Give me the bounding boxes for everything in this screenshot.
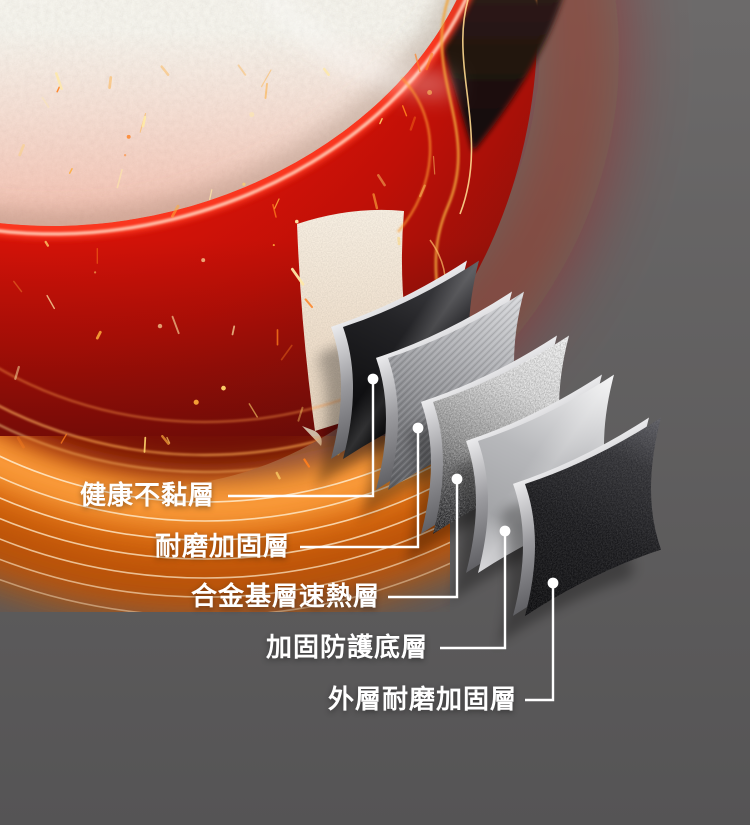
- callout-line-4: [440, 531, 507, 650]
- label-alloy-fast-heat-layer: 合金基層速熱層: [190, 582, 380, 612]
- callout-dot-5: [547, 577, 559, 589]
- pot-rim-highlight: [0, 0, 496, 236]
- callouts: [228, 373, 559, 702]
- callout-line-2: [300, 428, 420, 549]
- steam-highlight: [260, 0, 453, 94]
- callout-dot-1: [367, 373, 379, 385]
- label-protective-bottom-layer: 加固防護底層: [265, 633, 428, 663]
- callout-line-5: [525, 583, 555, 702]
- callout-line-1: [228, 379, 375, 498]
- label-non-stick-layer: 健康不黏層: [79, 481, 215, 511]
- callout-dot-3: [451, 473, 463, 485]
- callout-line-3: [388, 479, 459, 599]
- callout-dot-2: [412, 422, 424, 434]
- label-outer-wear-resistant-layer: 外層耐磨加固層: [327, 685, 517, 715]
- label-wear-resistant-layer: 耐磨加固層: [154, 532, 290, 562]
- heat-glow-rings: [0, 436, 450, 612]
- callout-dot-4: [499, 525, 511, 537]
